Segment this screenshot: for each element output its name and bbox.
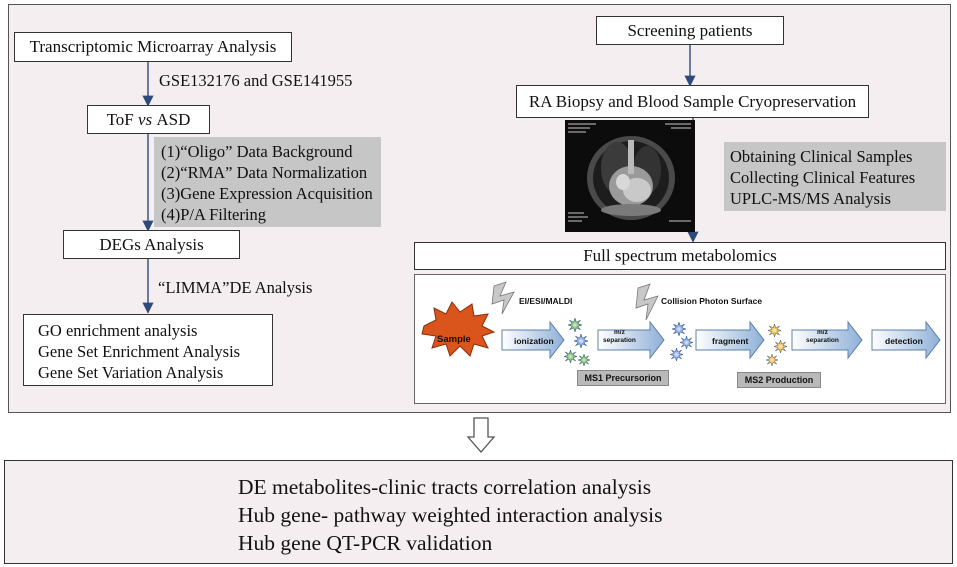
ct-scan-image [565, 120, 695, 232]
downstream-item: DE metabolites-clinic tracts correlation… [238, 475, 652, 499]
ion-star-icon [766, 354, 778, 366]
clinical-item: Collecting Clinical Features [730, 168, 916, 187]
preprocessing-steps-box: (1)“Oligo” Data Background (2)“RMA” Data… [154, 137, 381, 227]
transcriptomic-label: Transcriptomic Microarray Analysis [29, 37, 277, 56]
ionization-label: ionization [514, 336, 554, 346]
tof-label: ToF [106, 109, 134, 129]
mz-label: m/z [817, 329, 828, 336]
ms1-tag: MS1 Precursorion [577, 370, 669, 386]
ion-star-icon [768, 324, 781, 337]
clinical-steps-box: Obtaining Clinical Samples Collecting Cl… [724, 142, 946, 211]
mz-label: m/z [614, 329, 625, 336]
vs-label: vs [137, 109, 153, 129]
limma-label: “LIMMA”DE Analysis [158, 278, 313, 297]
ion-star-icon [574, 334, 588, 348]
degs-analysis-box: DEGs Analysis [63, 230, 240, 259]
transcriptomic-box: Transcriptomic Microarray Analysis [14, 32, 292, 62]
tof-vs-asd-box: ToF vs ASD [87, 105, 210, 134]
ion-star-icon [670, 348, 683, 361]
mz-separation-2: m/z separation [806, 329, 839, 345]
datasets-label: GSE132176 and GSE141955 [159, 71, 353, 90]
down-arrow-icon [466, 417, 496, 453]
downstream-analysis-panel: DE metabolites-clinic tracts correlation… [4, 460, 953, 564]
enrichment-box: GO enrichment analysis Gene Set Enrichme… [23, 314, 273, 386]
collision-label: Collision Photon Surface [661, 296, 763, 306]
step-item: (3)Gene Expression Acquisition [161, 184, 373, 203]
screening-label: Screening patients [627, 20, 753, 40]
process-arrow-detection [871, 320, 941, 360]
separation-label: separation [806, 337, 839, 344]
downstream-item: Hub gene QT-PCR validation [238, 531, 493, 555]
process-arrow-separation-2 [791, 320, 863, 360]
ms-schematic [421, 281, 941, 366]
fragment-label: fragment [712, 336, 749, 346]
ms2-tag: MS2 Production [737, 372, 821, 388]
ion-star-icon [578, 354, 590, 366]
process-arrow-fragment [695, 320, 765, 360]
full-spectrum-label: Full spectrum metabolomics [583, 246, 777, 265]
clinical-item: Obtaining Clinical Samples [730, 147, 913, 166]
screening-box: Screening patients [596, 16, 784, 45]
step-item: (2)“RMA” Data Normalization [161, 163, 368, 182]
sample-label: Sample [437, 334, 471, 345]
biopsy-label: RA Biopsy and Blood Sample Cryopreservat… [528, 91, 857, 111]
ion-star-icon [672, 322, 686, 336]
sample-burst-icon [421, 301, 496, 357]
enrichment-item: GO enrichment analysis [38, 321, 198, 340]
enrichment-item: Gene Set Variation Analysis [38, 363, 224, 382]
step-item: (1)“Oligo” Data Background [161, 142, 353, 161]
mz-separation-1: m/z separation [603, 329, 636, 345]
step-item: (4)P/A Filtering [161, 205, 266, 224]
clinical-item: UPLC-MS/MS Analysis [730, 189, 891, 208]
degs-label: DEGs Analysis [99, 234, 204, 254]
lightning-icon [635, 283, 659, 321]
downstream-item: Hub gene- pathway weighted interaction a… [238, 503, 663, 527]
full-spectrum-box: Full spectrum metabolomics [414, 242, 946, 270]
process-arrow-separation-1 [597, 320, 665, 360]
detection-label: detection [885, 336, 923, 346]
lightning-icon [491, 281, 515, 315]
biopsy-box: RA Biopsy and Blood Sample Cryopreservat… [516, 85, 869, 118]
ion-star-icon [564, 350, 577, 363]
enrichment-item: Gene Set Enrichment Analysis [38, 342, 241, 361]
separation-label: separation [603, 337, 636, 344]
ion-source-label: EI/ESI/MALDI [519, 296, 573, 306]
ion-star-icon [774, 340, 787, 353]
ion-star-icon [680, 336, 693, 349]
asd-label: ASD [156, 109, 191, 129]
process-arrow-ionization [501, 320, 565, 360]
ion-star-icon [568, 318, 582, 332]
